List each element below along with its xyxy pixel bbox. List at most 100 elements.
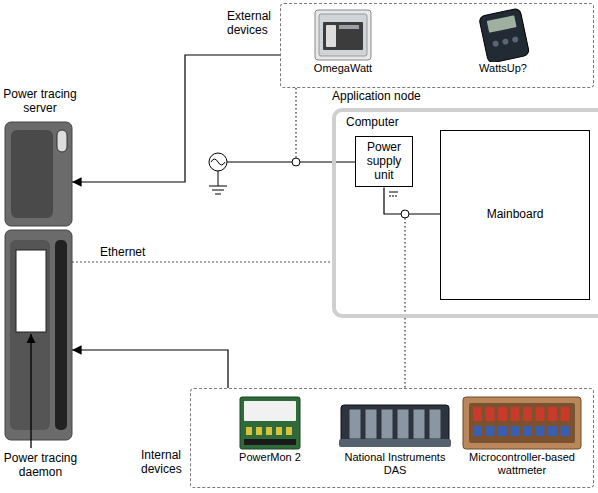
- dc-symbol: [389, 196, 398, 197]
- picture-part: [339, 439, 451, 447]
- picture-part: [523, 407, 532, 421]
- mains-wire: [227, 162, 292, 163]
- group-heading: Power tracing server: [0, 88, 80, 116]
- connector-label: Ethernet: [98, 246, 147, 260]
- box-label: National Instruments DAS: [335, 451, 455, 476]
- picture-part: [276, 427, 282, 435]
- device-illustration: [232, 395, 308, 451]
- picture-part: [463, 397, 581, 449]
- callout-label: Power tracing daemon: [3, 452, 78, 480]
- ground-wire: [218, 171, 219, 186]
- group-heading: Internal devices: [141, 449, 187, 477]
- picture-part: [397, 409, 409, 439]
- picture-part: [244, 439, 296, 445]
- picture-part: [246, 427, 252, 435]
- device-picture: PowerMon 2: [232, 395, 308, 464]
- leader-arrow: [30, 334, 31, 448]
- picture-part: [266, 427, 272, 435]
- measure-point: [292, 158, 300, 166]
- picture-part: [381, 409, 393, 439]
- picture-part: [536, 407, 545, 421]
- picture-part: [487, 15, 517, 33]
- device-illustration: [461, 8, 545, 62]
- picture-part: [498, 407, 507, 421]
- picture-part: [502, 38, 509, 45]
- group-heading: Computer: [346, 116, 466, 130]
- picture-part: [413, 409, 425, 439]
- mains-wire: [300, 162, 355, 163]
- ac-source-circle: [209, 153, 227, 171]
- group-heading: External devices: [227, 10, 277, 38]
- picture-part: [5, 230, 72, 440]
- box-label: Mainboard: [487, 208, 544, 222]
- device-illustration: [335, 395, 455, 451]
- measure-lead: [405, 218, 406, 388]
- picture-part: [57, 130, 67, 152]
- device-illustration: [301, 8, 385, 62]
- picture-part: [561, 407, 570, 421]
- picture-part: [486, 407, 495, 421]
- picture-part: [523, 426, 532, 436]
- picture-part: [429, 409, 441, 439]
- device-picture: Microcontroller-based wattmeter: [455, 395, 589, 476]
- device-group: External devicesOmegaWattWattsUp?: [280, 3, 594, 88]
- ground-bar: [215, 194, 221, 195]
- picture-part: [561, 426, 570, 436]
- computer-box: Application nodeComputerPower supply uni…: [332, 108, 598, 318]
- picture-part: [240, 397, 300, 449]
- picture-part: [473, 426, 482, 436]
- picture-part: [512, 36, 519, 43]
- device-group: Internal devicesPowerMon 2National Instr…: [190, 388, 594, 488]
- picture-part: [511, 407, 520, 421]
- picture-part: [315, 10, 371, 60]
- picture-part: [5, 122, 72, 226]
- picture-part: [492, 40, 499, 47]
- picture-part: [498, 426, 507, 436]
- device-illustration: [455, 395, 589, 451]
- box-label: Microcontroller-based wattmeter: [455, 451, 589, 476]
- picture-part: [511, 426, 520, 436]
- connector: [72, 350, 228, 388]
- ac-sine: [211, 159, 225, 165]
- picture-part: [326, 25, 336, 47]
- device-picture: WattsUp?: [461, 8, 545, 75]
- connector: [72, 55, 280, 182]
- picture-part: [286, 427, 292, 435]
- picture-part: [486, 426, 495, 436]
- box-label: OmegaWatt: [301, 62, 385, 75]
- picture-part: [323, 22, 363, 50]
- measure-lead: [296, 88, 297, 158]
- picture-part: [479, 8, 530, 62]
- box-label: PowerMon 2: [232, 451, 308, 464]
- picture-part: [548, 407, 557, 421]
- picture-part: [548, 426, 557, 436]
- picture-part: [365, 409, 377, 439]
- group-heading: Application node: [332, 90, 492, 104]
- process-box: Power supply unit: [355, 136, 413, 187]
- picture-part: [349, 409, 361, 439]
- picture-part: [244, 401, 296, 421]
- picture-part: [16, 250, 46, 332]
- measure-point: [401, 210, 409, 218]
- device-illustration: [5, 122, 72, 440]
- picture-part: [256, 427, 262, 435]
- picture-part: [11, 130, 53, 218]
- picture-part: [319, 14, 367, 56]
- picture-part: [473, 407, 482, 421]
- ground-bar: [209, 186, 227, 187]
- device-picture: OmegaWatt: [301, 8, 385, 75]
- ac-source-symbol: [209, 153, 227, 171]
- picture-part: [469, 403, 575, 443]
- connector: [72, 261, 332, 262]
- ground-symbol: [209, 171, 227, 194]
- device-picture: National Instruments DAS: [335, 395, 455, 476]
- connector: [384, 187, 440, 214]
- box-label: WattsUp?: [461, 62, 545, 75]
- picture-part: [479, 8, 530, 62]
- process-box: Mainboard: [440, 130, 590, 300]
- dc-symbol: [389, 192, 398, 193]
- picture-part: [536, 426, 545, 436]
- picture-part: [55, 240, 67, 430]
- ground-bar: [212, 190, 224, 191]
